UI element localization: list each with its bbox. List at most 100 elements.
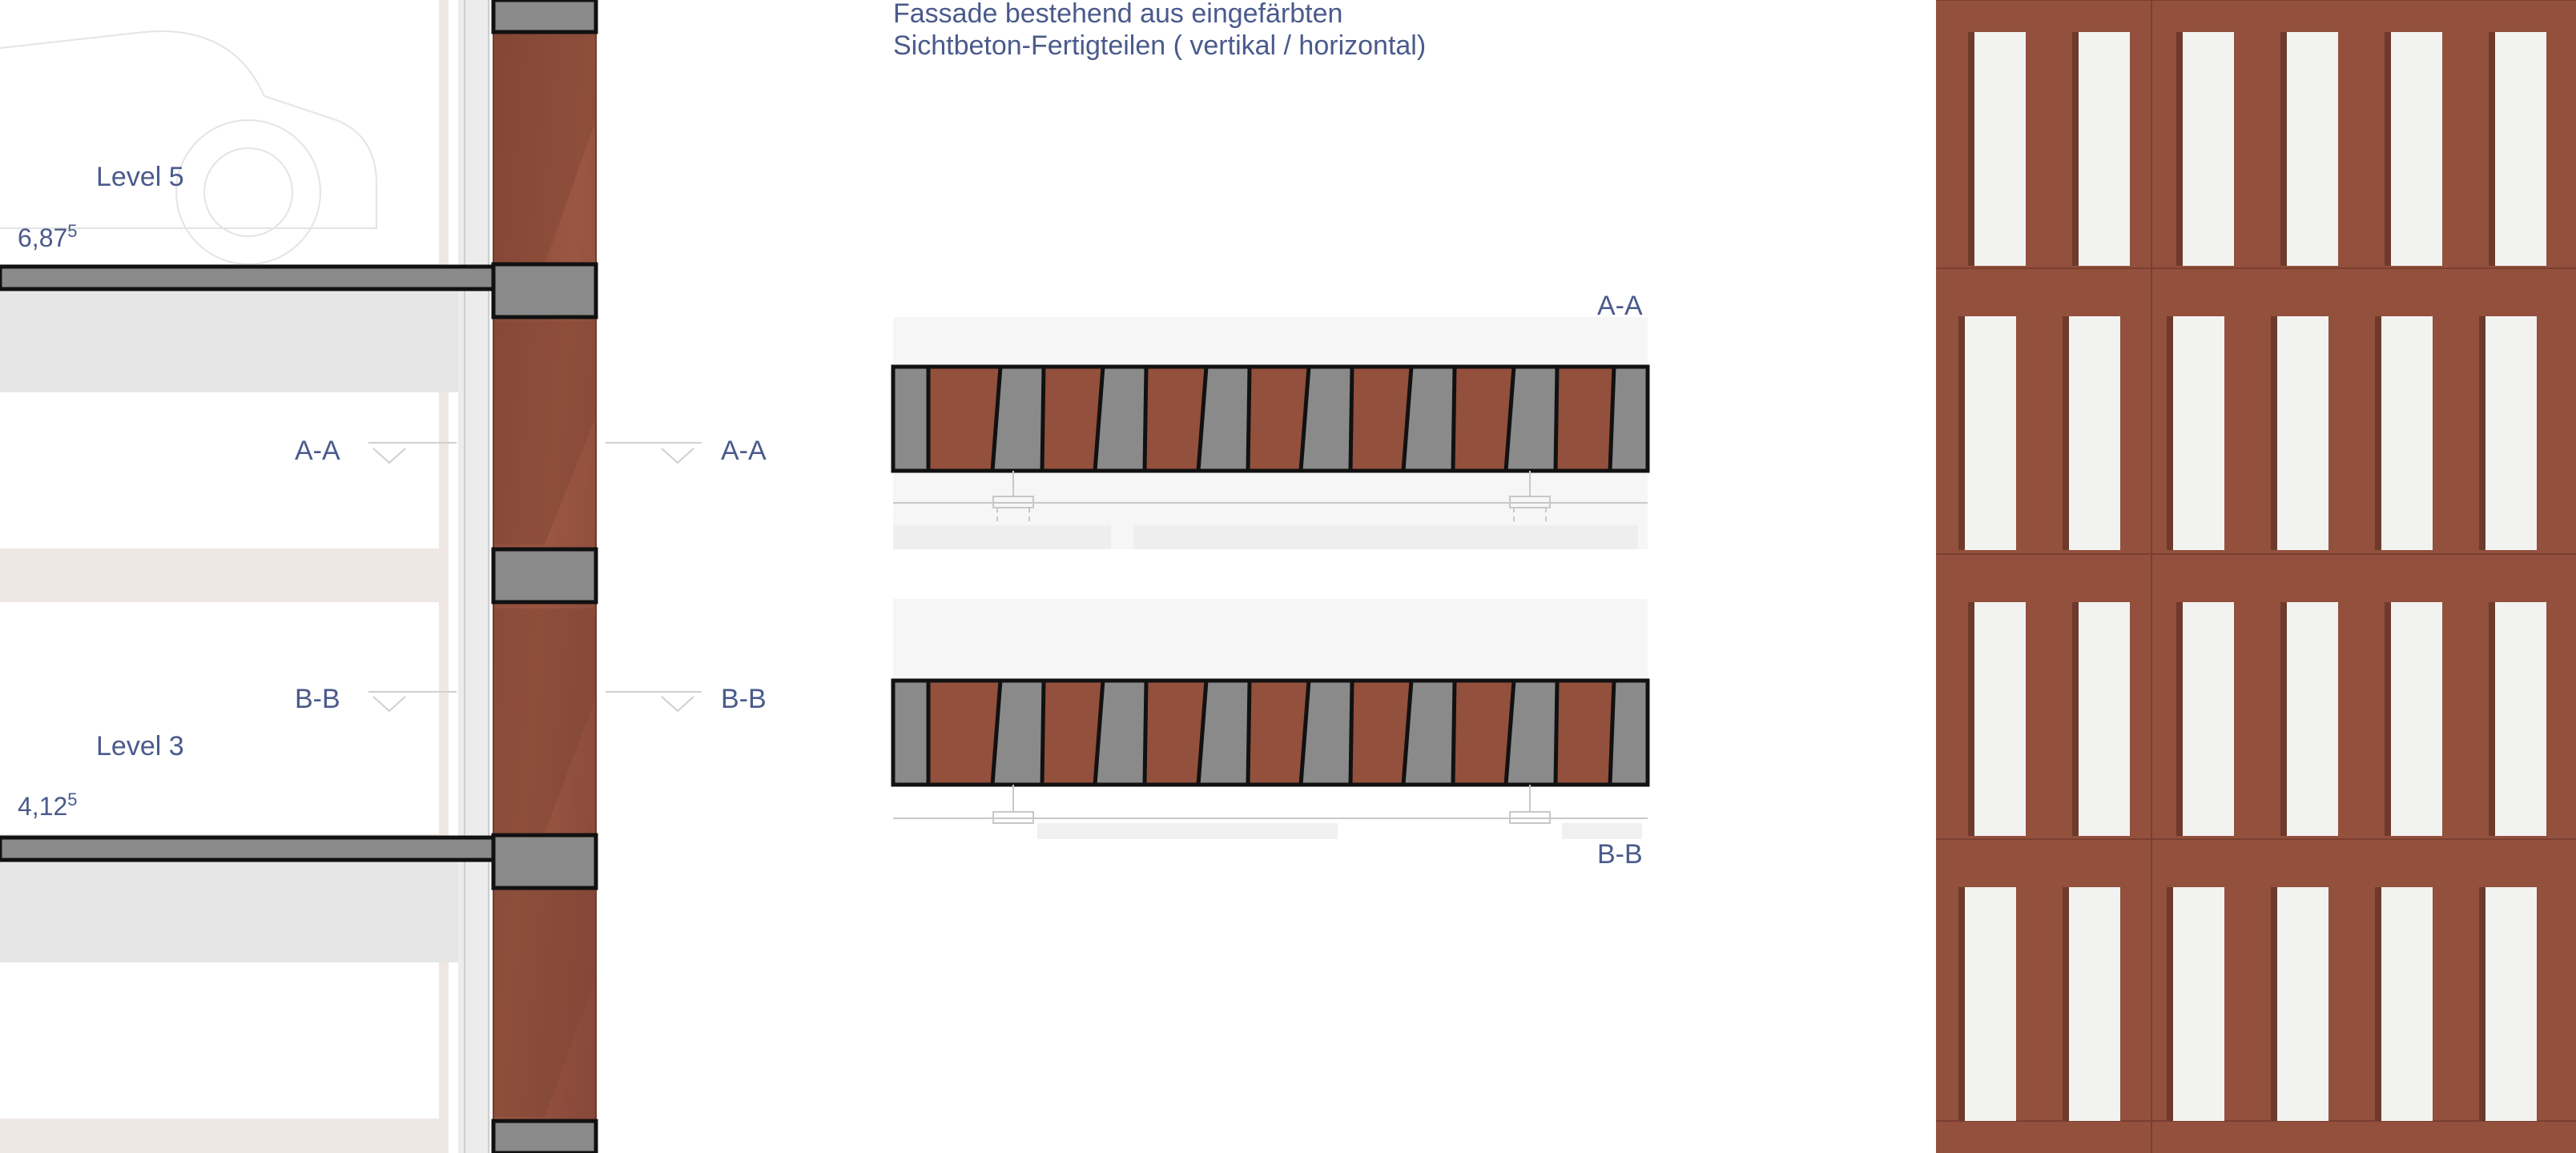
facade-window xyxy=(2485,887,2537,1121)
section-cut-a-right-label: A-A xyxy=(721,436,767,466)
detail-b-b-fin-6 xyxy=(1401,678,1457,787)
facade-window-shadow xyxy=(2167,887,2173,1121)
facade-window-shadow xyxy=(2489,32,2495,266)
facade-window xyxy=(1974,32,2026,266)
detail-b-b-fin-4 xyxy=(1196,678,1252,787)
facade-window xyxy=(2079,602,2130,836)
facade-window-shadow xyxy=(2385,602,2391,836)
facade-window xyxy=(2069,316,2120,550)
detail-a-a-fin-2 xyxy=(990,364,1046,473)
floor-slab-level-3 xyxy=(0,835,496,862)
section-cut-b-right-marker xyxy=(606,691,702,713)
detail-b-b-background xyxy=(893,599,1648,679)
section-cut-b-left-marker xyxy=(368,691,457,713)
facade-window-grid xyxy=(1936,0,2576,1153)
section-cut-a-left-label: A-A xyxy=(295,436,340,466)
inner-wall-column xyxy=(458,0,490,1153)
detail-a-a-fin-7 xyxy=(1503,364,1560,473)
detail-a-a-fin-8 xyxy=(1608,364,1650,473)
facade-caption-line-1: Fassade bestehend aus eingefärbten xyxy=(893,0,1342,29)
facade-window xyxy=(2391,602,2442,836)
section-floor-area-2 xyxy=(0,392,439,548)
facade-window xyxy=(2287,602,2338,836)
detail-b-b-supports xyxy=(893,785,1648,824)
facade-window-shadow xyxy=(2375,887,2381,1121)
facade-window-shadow xyxy=(2280,32,2287,266)
detail-b-b-fin-2 xyxy=(990,678,1046,787)
facade-window xyxy=(2381,316,2433,550)
column-band-5 xyxy=(491,1119,598,1153)
facade-window xyxy=(2173,887,2224,1121)
facade-window xyxy=(2079,32,2130,266)
detail-a-a-fin-4 xyxy=(1196,364,1252,473)
facade-window-shadow xyxy=(2479,316,2485,550)
facade-window xyxy=(2381,887,2433,1121)
section-cut-b-right-label: B-B xyxy=(721,684,767,714)
facade-window xyxy=(2495,602,2546,836)
detail-b-b-fin-8 xyxy=(1608,678,1650,787)
section-floor-area-3 xyxy=(0,602,439,834)
building-section: Level 5 6,875 Level 3 4,125 A-A A-A B-B … xyxy=(0,0,767,1153)
facade-window-shadow xyxy=(1968,32,1974,266)
facade-window-shadow xyxy=(2063,887,2069,1121)
facade-window-shadow xyxy=(2063,316,2069,550)
ceiling-zone-upper xyxy=(0,290,458,392)
detail-a-a-label: A-A xyxy=(1597,291,1643,321)
facade-window xyxy=(2277,316,2328,550)
ceiling-zone-lower xyxy=(0,861,458,962)
facade-window xyxy=(2173,316,2224,550)
facade-window-shadow xyxy=(2167,316,2173,550)
facade-window xyxy=(2495,32,2546,266)
section-cut-a-left-marker xyxy=(368,442,457,464)
facade-window xyxy=(2485,316,2537,550)
section-cut-a-right-marker xyxy=(606,442,702,464)
facade-window xyxy=(2069,887,2120,1121)
detail-a-a-fin-6 xyxy=(1401,364,1457,473)
detail-b-b-fin-3 xyxy=(1093,678,1149,787)
detail-a-a-fin-1 xyxy=(891,364,931,473)
car-outline xyxy=(0,30,377,265)
facade-window-shadow xyxy=(2271,316,2277,550)
facade-window-shadow xyxy=(2271,887,2277,1121)
facade-window xyxy=(2183,602,2234,836)
facade-window xyxy=(2277,887,2328,1121)
facade-window-shadow xyxy=(2176,602,2183,836)
facade-elevation xyxy=(1936,0,2576,1153)
facade-window-shadow xyxy=(1968,602,1974,836)
plan-details: Fassade bestehend aus eingefärbten Sicht… xyxy=(891,0,1650,870)
facade-window-shadow xyxy=(2072,32,2079,266)
floor-slab-level-5 xyxy=(0,264,496,291)
column-band-1 xyxy=(491,0,598,34)
facade-caption-line-2: Sichtbeton-Fertigteilen ( vertikal / hor… xyxy=(893,30,1426,61)
level-3-elevation: 4,125 xyxy=(18,789,78,821)
facade-window xyxy=(2287,32,2338,266)
detail-b-b-fin-7 xyxy=(1503,678,1560,787)
detail-b-b-fin-5 xyxy=(1298,678,1354,787)
facade-window-shadow xyxy=(2479,887,2485,1121)
detail-a-a-fin-3 xyxy=(1093,364,1149,473)
detail-b-b-fin-1 xyxy=(891,678,931,787)
facade-window xyxy=(1965,316,2016,550)
facade-window-shadow xyxy=(2489,602,2495,836)
detail-a-a-fin-5 xyxy=(1298,364,1354,473)
level-3-label: Level 3 xyxy=(96,731,184,761)
detail-b-b-label: B-B xyxy=(1597,839,1643,870)
facade-window-shadow xyxy=(2280,602,2287,836)
facade-window-shadow xyxy=(2385,32,2391,266)
facade-window xyxy=(2183,32,2234,266)
detail-b-b-fins xyxy=(891,678,1650,787)
level-5-label: Level 5 xyxy=(96,162,184,192)
facade-window-shadow xyxy=(1958,887,1965,1121)
detail-a-a: A-A xyxy=(891,291,1650,549)
facade-window xyxy=(1974,602,2026,836)
facade-window xyxy=(1965,887,2016,1121)
facade-window-shadow xyxy=(2072,602,2079,836)
detail-b-b: B-B xyxy=(891,599,1650,870)
facade-window-shadow xyxy=(2375,316,2381,550)
facade-window-shadow xyxy=(2176,32,2183,266)
column-band-4 xyxy=(491,833,598,890)
detail-a-a-fins xyxy=(891,364,1650,473)
section-cut-b-left-label: B-B xyxy=(295,684,340,714)
column-band-3 xyxy=(491,547,598,605)
